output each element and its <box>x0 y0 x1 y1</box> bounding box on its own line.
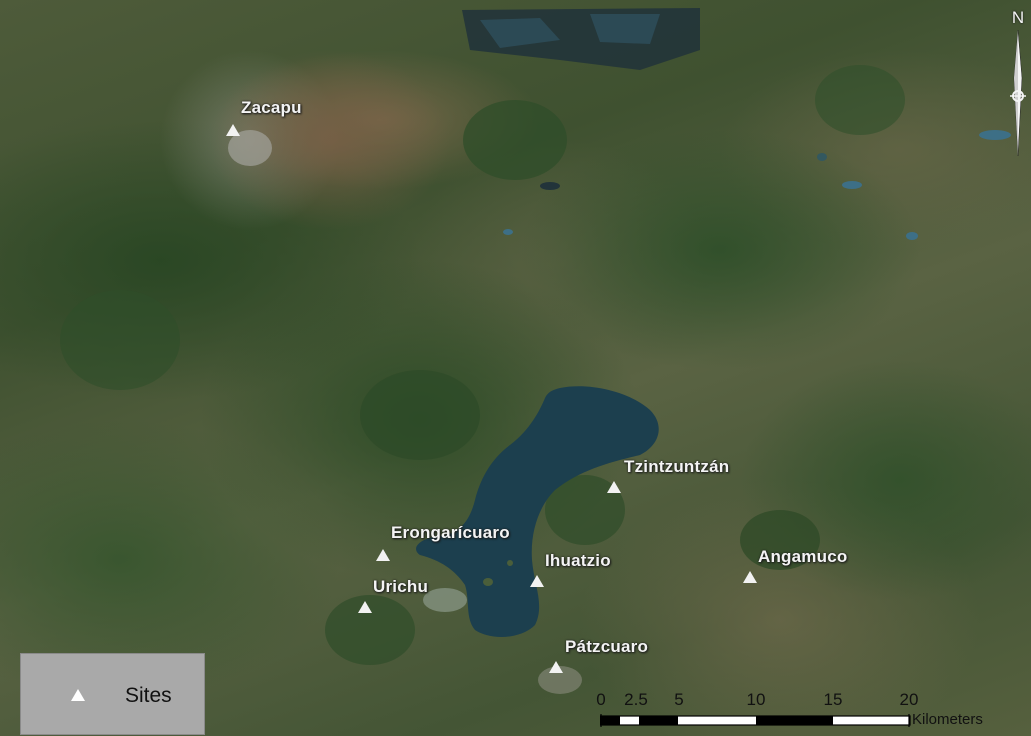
scale-tick-label: 5 <box>674 690 684 709</box>
pond <box>979 130 1011 140</box>
pond <box>503 229 513 235</box>
hill <box>463 100 567 180</box>
hill <box>815 65 905 135</box>
site-label: Tzintzuntzán <box>624 457 730 476</box>
site-triangle-icon <box>358 601 372 613</box>
site-triangle-icon <box>743 571 757 583</box>
hill <box>60 290 180 390</box>
site-triangle-icon <box>71 689 85 701</box>
legend-label: Sites <box>125 684 172 707</box>
pond <box>817 153 827 161</box>
hill <box>545 475 625 545</box>
site-label: Zacapu <box>241 98 302 117</box>
lake-island <box>507 560 513 566</box>
north-arrow-icon <box>1010 29 1026 157</box>
pond <box>906 232 918 240</box>
site-triangle-icon <box>607 481 621 493</box>
site-label: Pátzcuaro <box>565 637 649 656</box>
site-triangle-icon <box>376 549 390 561</box>
scale-unit-label: Kilometers <box>912 711 983 728</box>
reservoir-north-detail <box>480 14 660 48</box>
site-label: Urichu <box>373 577 429 596</box>
north-label: N <box>1011 8 1025 27</box>
site-label: Angamuco <box>758 547 848 566</box>
site-triangle-icon <box>530 575 544 587</box>
map-legend: Sites <box>20 653 205 735</box>
town-area <box>538 666 582 694</box>
hill <box>325 595 415 665</box>
pond <box>540 182 560 190</box>
scale-bar: 0 2.5 5 10 15 20 <box>596 690 1026 730</box>
site-triangle-icon <box>549 661 563 673</box>
north-arrow: N <box>1006 8 1030 158</box>
hill <box>360 370 480 460</box>
site-triangle-icon <box>226 124 240 136</box>
site-label: Erongarícuaro <box>391 523 510 542</box>
hill <box>740 510 820 570</box>
scale-tick-label: 2.5 <box>624 690 648 709</box>
pond <box>842 181 862 189</box>
lake-wetland <box>423 588 467 612</box>
scale-tick-label: 0 <box>596 690 606 709</box>
scale-tick-label: 10 <box>746 690 766 709</box>
town-area <box>228 130 272 166</box>
scale-tick-label: 15 <box>823 690 843 709</box>
lake-island <box>483 578 493 586</box>
scale-tick-label: 20 <box>899 690 919 709</box>
site-label: Ihuatzio <box>545 551 611 570</box>
scale-bar-graphic <box>600 714 911 727</box>
lake-patzcuaro <box>416 386 659 637</box>
